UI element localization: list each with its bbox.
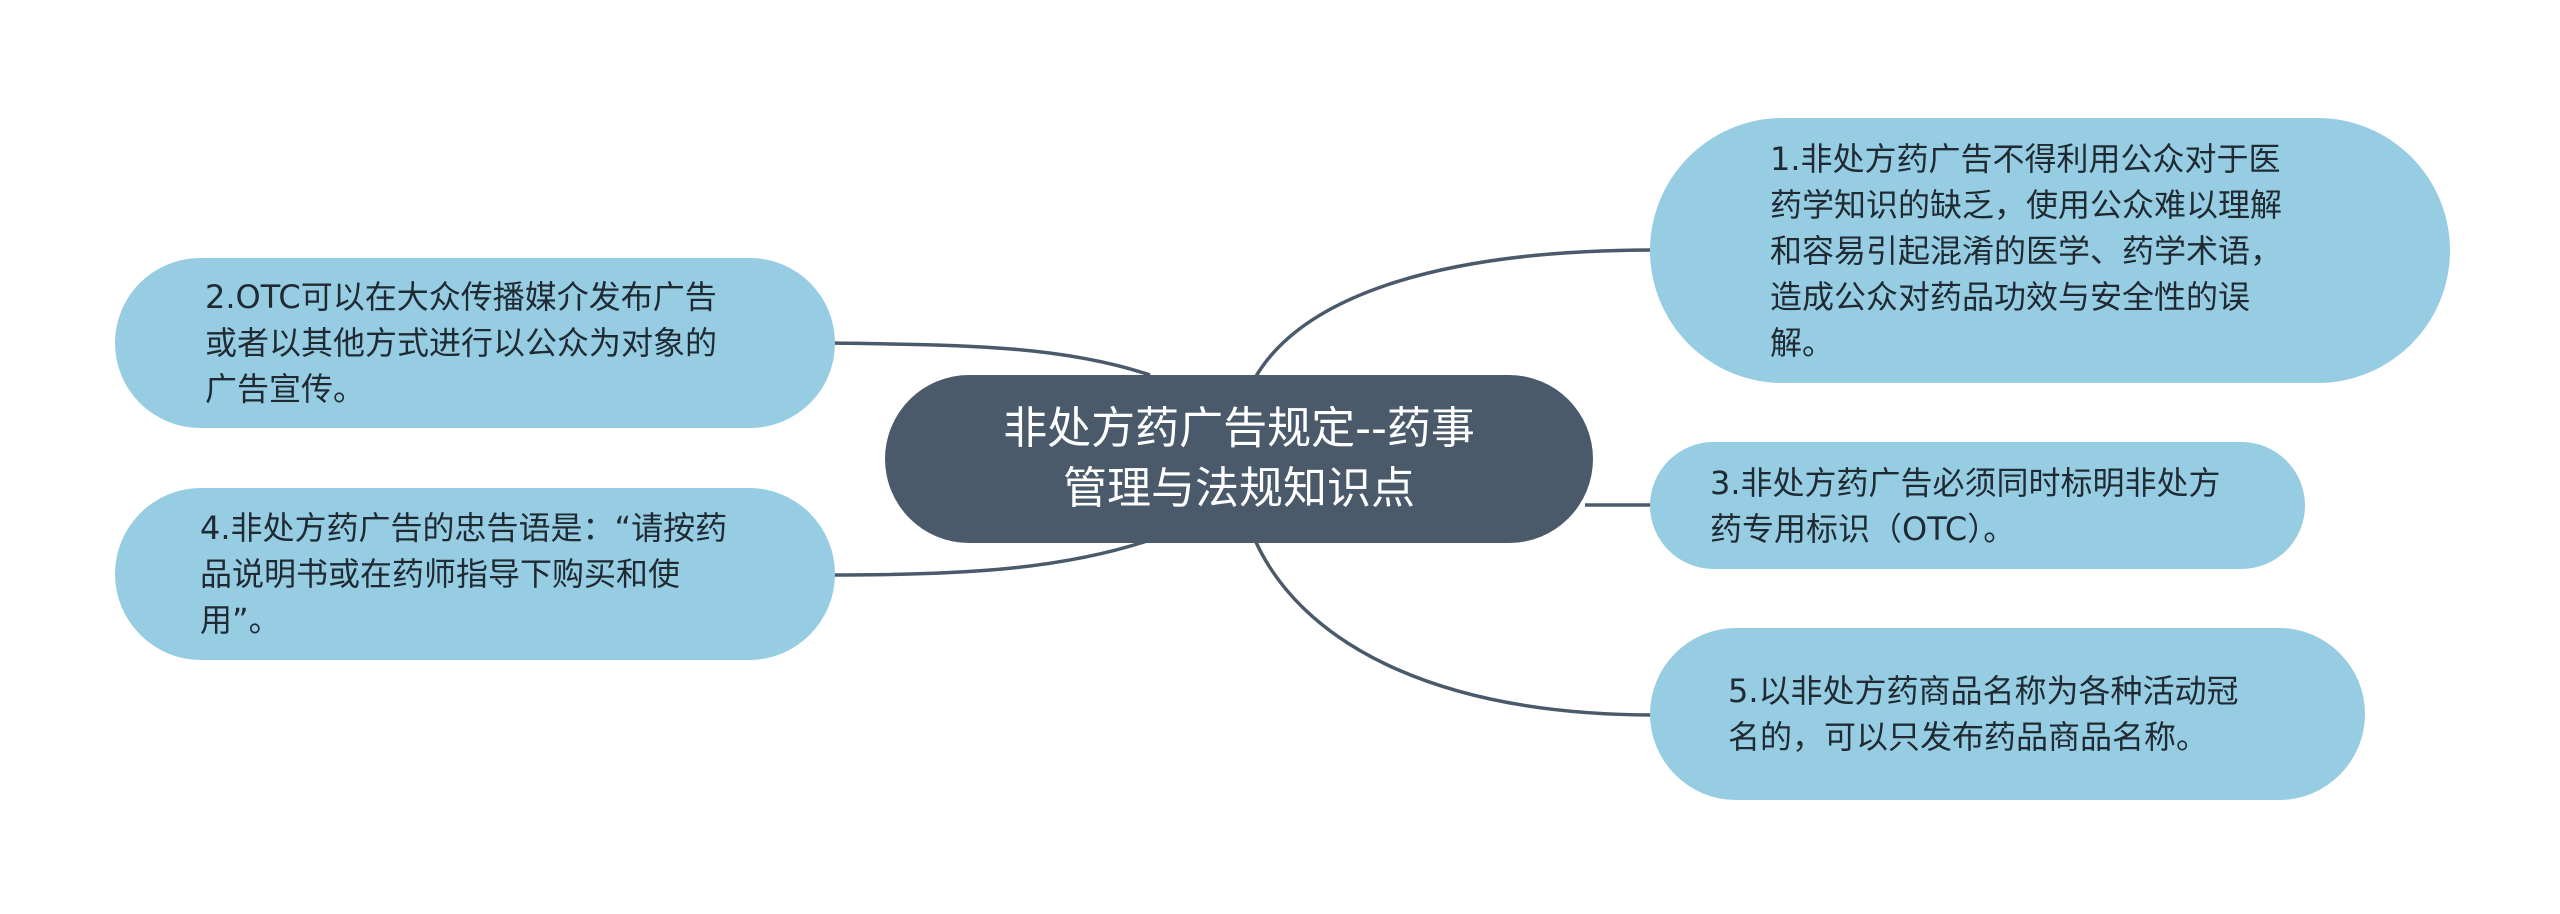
branch-node-1-text: 1.非处方药广告不得利用公众对于医药学知识的缺乏，使用公众难以理解和容易引起混淆… (1770, 139, 2283, 362)
central-topic[interactable]: 非处方药广告规定--药事 管理与法规知识点 (885, 375, 1593, 543)
branch-node-5[interactable]: 5.以非处方药商品名称为各种活动冠名的，可以只发布药品商品名称。 (1650, 628, 2365, 800)
branch-node-4[interactable]: 4.非处方药广告的忠告语是：“请按药品说明书或在药师指导下购买和使用”。 (115, 488, 835, 660)
branch-node-3-text: 3.非处方药广告必须同时标明非处方药专用标识（OTC）。 (1710, 463, 2221, 548)
branch-node-2-text: 2.OTC可以在大众传播媒介发布广告或者以其他方式进行以公众为对象的广告宣传。 (205, 278, 718, 408)
branch-node-2[interactable]: 2.OTC可以在大众传播媒介发布广告或者以其他方式进行以公众为对象的广告宣传。 (115, 258, 835, 428)
central-topic-line-1: 非处方药广告规定--药事 (1003, 403, 1475, 454)
branch-node-3[interactable]: 3.非处方药广告必须同时标明非处方药专用标识（OTC）。 (1650, 442, 2305, 569)
central-topic-text: 非处方药广告规定--药事 管理与法规知识点 (1003, 399, 1475, 519)
connector-b4 (829, 538, 1151, 577)
central-topic-line-2: 管理与法规知识点 (1062, 463, 1415, 514)
connector-b5 (1253, 539, 1656, 717)
connector-b1 (1253, 248, 1656, 379)
branch-node-1[interactable]: 1.非处方药广告不得利用公众对于医药学知识的缺乏，使用公众难以理解和容易引起混淆… (1650, 118, 2450, 383)
branch-node-5-text: 5.以非处方药商品名称为各种活动冠名的，可以只发布药品商品名称。 (1728, 672, 2239, 756)
connector-b2 (829, 341, 1151, 377)
branch-node-4-text: 4.非处方药广告的忠告语是：“请按药品说明书或在药师指导下购买和使用”。 (200, 509, 728, 639)
